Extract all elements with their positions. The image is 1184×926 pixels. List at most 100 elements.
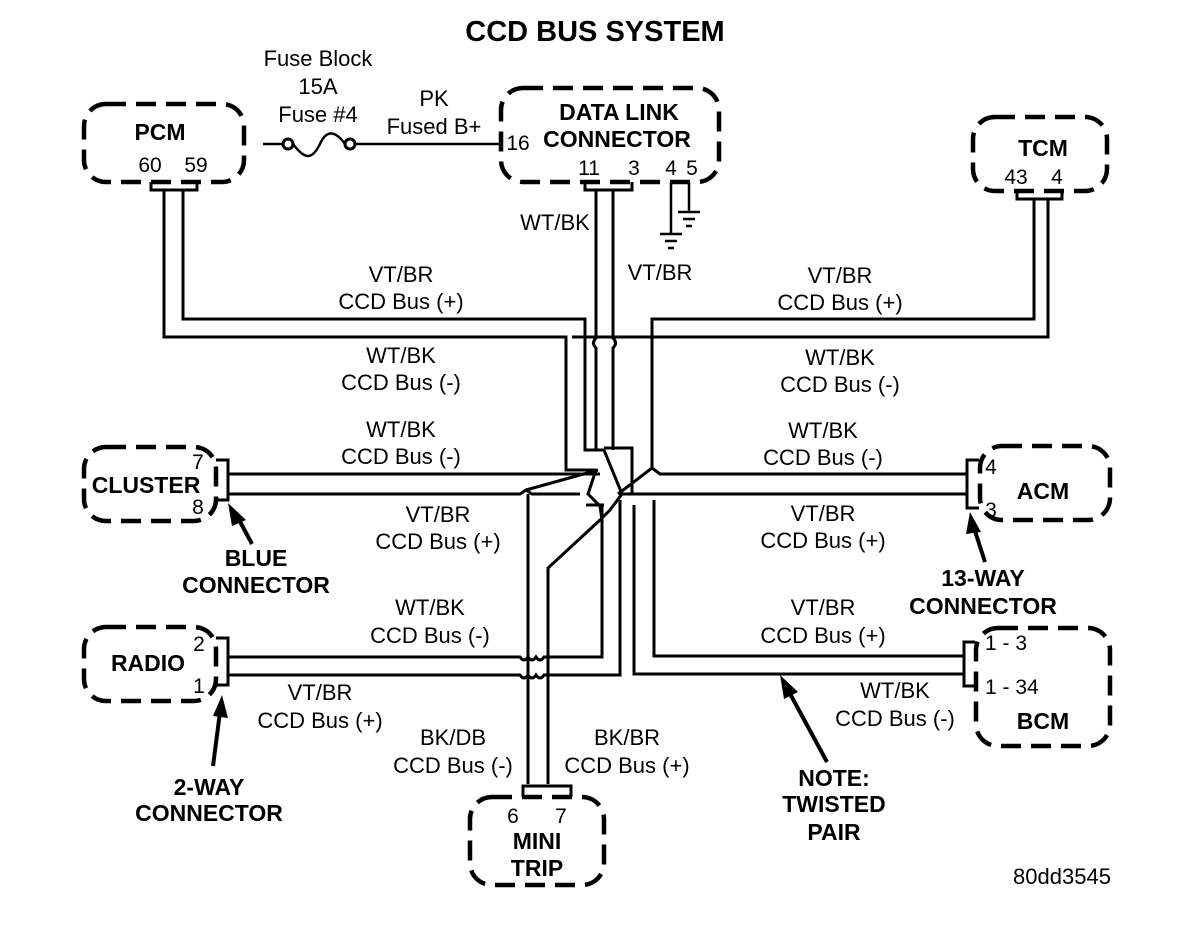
bcm-module: 1 - 3 1 - 34 BCM (973, 625, 1113, 749)
two-way-connector-arrow (211, 711, 222, 767)
dlc-wtbk-label: WT/BK (520, 210, 590, 235)
dlc-pin-3: 3 (628, 157, 640, 180)
acm-connector (965, 458, 979, 510)
twisted-pair-line1: NOTE: (798, 765, 870, 791)
bcm-pos-color: VT/BR (791, 595, 856, 620)
acm-neg-color: WT/BK (788, 418, 858, 443)
wire-labels: WT/BK VT/BR VT/BR CCD Bus (+) WT/BK CCD … (257, 210, 955, 778)
cluster-module: CLUSTER 7 8 (81, 444, 219, 524)
twisted-pair-line3: PAIR (807, 819, 861, 845)
acm-pin-3: 3 (985, 499, 997, 522)
tcm-label: TCM (1018, 135, 1068, 161)
pcm-connector (149, 182, 199, 192)
mini-trip-bkbr-wire (546, 449, 624, 784)
bcm-neg-desc: CCD Bus (-) (835, 706, 955, 731)
ground-symbols (660, 182, 700, 250)
tcm-wtbk-wire (572, 199, 1050, 339)
bcm-wtbk-wire (632, 505, 964, 676)
thirteen-way-connector-line2: CONNECTOR (909, 593, 1057, 619)
bcm-connector (962, 640, 975, 688)
thirteen-way-connector-arrow (972, 527, 987, 563)
tcm-pin-43: 43 (1004, 166, 1027, 189)
fuse-terminal-right (343, 137, 357, 151)
tcm-connector (1015, 191, 1064, 201)
dlc-box (498, 85, 722, 185)
pcm-neg-desc: CCD Bus (-) (341, 370, 461, 395)
acm-label: ACM (1017, 478, 1069, 504)
two-way-connector-line1: 2-WAY (174, 774, 245, 800)
pcm-pos-desc: CCD Bus (+) (338, 289, 463, 314)
acm-pos-desc: CCD Bus (+) (760, 528, 885, 553)
fuse-rating-label: 15A (298, 74, 337, 99)
twisted-pair-line2: TWISTED (782, 791, 886, 817)
mini-trip-pin-7: 7 (555, 805, 567, 828)
blue-connector-line2: CONNECTOR (182, 572, 330, 598)
dlc-pin-5: 5 (686, 157, 698, 180)
cluster-connector (216, 458, 230, 502)
radio-connector (216, 636, 230, 687)
radio-box (81, 624, 219, 704)
dlc-wtbk-wire (592, 190, 598, 450)
data-link-connector-module: DATA LINK CONNECTOR 16 11 3 4 5 (498, 85, 722, 185)
twisted-pair-arrow (786, 689, 829, 763)
mini-trip-connector (521, 784, 573, 797)
pcm-neg-color: WT/BK (366, 343, 436, 368)
radio-module: RADIO 2 1 (81, 624, 219, 704)
mini-trip-label-line1: MINI (513, 828, 562, 854)
dlc-pin-11: 11 (578, 157, 600, 180)
arrow-head-icon (213, 695, 228, 718)
bus-wires (162, 190, 1050, 784)
callouts: BLUE CONNECTOR 2-WAY CONNECTOR 13-WAY CO… (135, 503, 1057, 845)
bcm-neg-color: WT/BK (860, 678, 930, 703)
radio-neg-color: WT/BK (395, 595, 465, 620)
arrow-head-icon (780, 675, 798, 699)
cluster-neg-color: WT/BK (366, 417, 436, 442)
figure-id: 80dd3545 (1013, 864, 1111, 889)
tcm-module: TCM 43 4 (970, 114, 1110, 194)
dlc-label-line1: DATA LINK (559, 99, 679, 125)
dlc-connector (583, 182, 634, 192)
cluster-pos-desc: CCD Bus (+) (375, 529, 500, 554)
bcm-pin-1-34: 1 - 34 (985, 676, 1039, 699)
cluster-box (81, 444, 219, 524)
acm-module: ACM 4 3 (977, 443, 1113, 523)
acm-neg-desc: CCD Bus (-) (763, 445, 883, 470)
acm-pin-4: 4 (985, 456, 997, 479)
radio-label: RADIO (111, 650, 185, 676)
mini-trip-neg-color: BK/DB (420, 725, 486, 750)
cluster-pin-8: 8 (192, 496, 204, 519)
mini-trip-pos-desc: CCD Bus (+) (564, 753, 689, 778)
bcm-box (973, 625, 1113, 749)
bcm-pin-1-3: 1 - 3 (985, 632, 1027, 655)
fuse-icon (292, 132, 347, 158)
dlc-label-line2: CONNECTOR (543, 126, 691, 152)
dlc-vtbr-wire (611, 190, 617, 450)
fuse-block-label: Fuse Block (264, 46, 374, 71)
thirteen-way-connector-line1: 13-WAY (941, 565, 1025, 591)
tcm-box (970, 114, 1110, 194)
mini-trip-pos-color: BK/BR (594, 725, 660, 750)
radio-vtbr-wire (228, 500, 622, 680)
acm-pos-color: VT/BR (791, 501, 856, 526)
radio-pos-color: VT/BR (288, 680, 353, 705)
acm-wtbk-wire (651, 466, 967, 476)
mini-trip-box (467, 794, 607, 888)
two-way-connector-line2: CONNECTOR (135, 800, 283, 826)
tcm-pin-4: 4 (1051, 166, 1063, 189)
dlc-pin-4: 4 (665, 157, 677, 180)
pcm-box (81, 101, 247, 185)
arrow-head-icon (966, 512, 981, 534)
cluster-pin-7: 7 (192, 451, 204, 474)
pcm-pos-color: VT/BR (369, 262, 434, 287)
mini-trip-neg-desc: CCD Bus (-) (393, 753, 513, 778)
acm-box (977, 443, 1113, 523)
blue-connector-line1: BLUE (225, 545, 288, 571)
cluster-neg-desc: CCD Bus (-) (341, 444, 461, 469)
fuse-number-label: Fuse #4 (278, 102, 358, 127)
pk-wire-color: PK (419, 86, 449, 111)
radio-pin-2: 2 (193, 633, 205, 656)
connector-housings (149, 182, 1064, 797)
pcm-label: PCM (134, 119, 185, 145)
cluster-label: CLUSTER (92, 472, 201, 498)
